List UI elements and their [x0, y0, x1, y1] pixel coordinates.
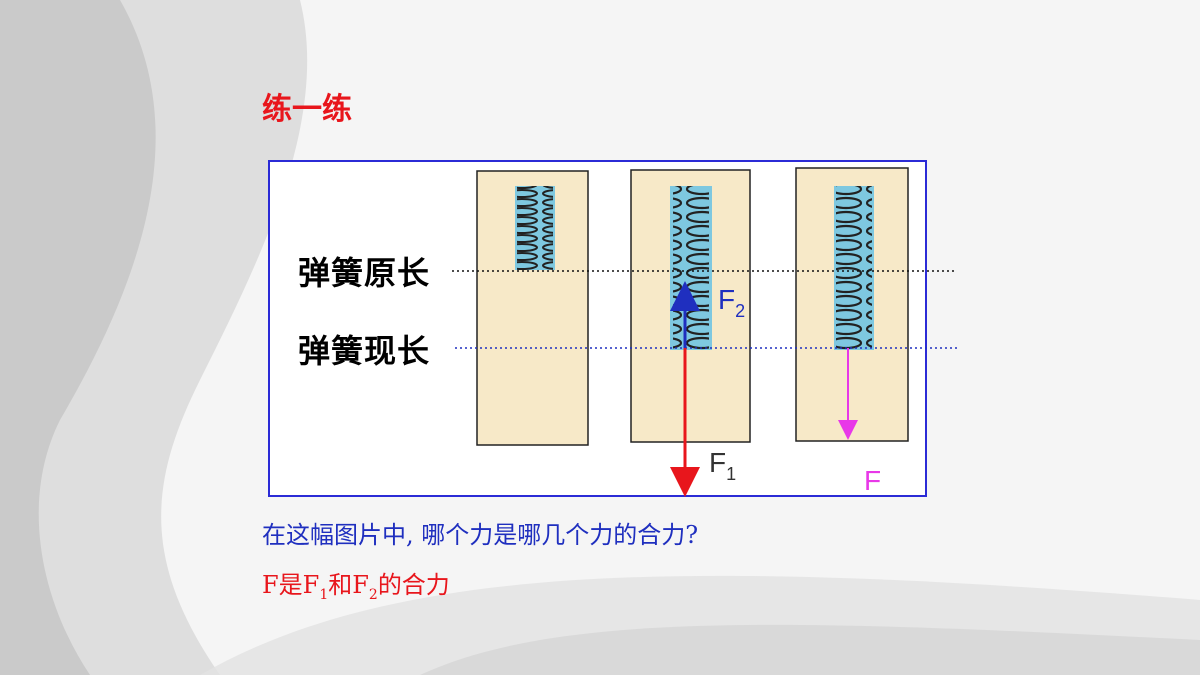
- force-f1-label: F1: [709, 447, 736, 484]
- spring-stretched-b: [836, 186, 872, 350]
- force-f2-label: F2: [718, 284, 745, 321]
- question-text: 在这幅图片中, 哪个力是哪几个力的合力?: [262, 521, 699, 549]
- label-current-length: 弹簧现长: [298, 332, 431, 370]
- spring-stretched-a: [673, 186, 709, 350]
- label-original-length: 弹簧原长: [298, 254, 431, 292]
- force-f-label: F: [864, 465, 881, 496]
- spring-original: [517, 186, 553, 270]
- slide-title: 练一练: [262, 92, 352, 127]
- answer-text: F是F1和F2的合力: [262, 571, 450, 603]
